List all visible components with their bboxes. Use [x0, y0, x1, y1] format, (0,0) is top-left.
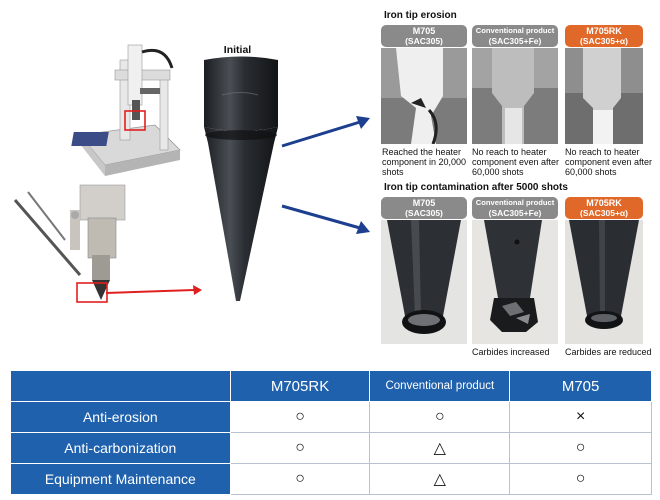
soldering-robot-image: [71, 44, 181, 176]
row-label-anti-erosion: Anti-erosion: [10, 401, 231, 433]
blue-arrow-contamination: [281, 204, 370, 234]
erosion-m705rk-photo: [565, 48, 643, 144]
table-row: Anti-erosion ○ ○ ×: [10, 401, 652, 433]
contamination-conventional-caption: Carbides increased: [472, 347, 550, 357]
circle-mark: ○: [434, 408, 445, 425]
erosion-m705rk-caption: No reach to heater component even after …: [565, 147, 653, 177]
table-header-m705rk: M705RK: [229, 370, 371, 402]
erosion-m705-caption: Reached the heater component in 20,000 s…: [382, 147, 467, 177]
circle-mark: ○: [575, 439, 586, 456]
erosion-m705-photo: [381, 48, 467, 144]
triangle-mark: △: [433, 440, 446, 457]
circle-mark: ○: [295, 439, 305, 456]
table-row: Equipment Maintenance ○ △ ○: [10, 463, 652, 495]
erosion-m705rk-label: M705RK(SAC305+α): [565, 25, 643, 47]
table-header-row: M705RK Conventional product M705: [10, 370, 652, 402]
erosion-section-title: Iron tip erosion: [384, 10, 457, 21]
erosion-m705-label: M705(SAC305): [381, 25, 467, 47]
contamination-m705-label: M705(SAC305): [381, 197, 467, 219]
erosion-conventional-label: Conventional product(SAC305+Fe): [472, 25, 558, 47]
circle-mark: ○: [295, 408, 305, 425]
initial-label: Initial: [223, 44, 252, 56]
blue-arrow-erosion: [281, 116, 370, 148]
initial-iron-tip-image: [204, 56, 278, 301]
contamination-section-title: Iron tip contamination after 5000 shots: [384, 182, 568, 193]
contamination-conventional-label: Conventional product(SAC305+Fe): [472, 197, 558, 219]
contamination-m705-photo: [381, 220, 467, 344]
table-header-m705: M705: [509, 370, 652, 402]
circle-mark: ○: [575, 470, 586, 487]
cross-mark: ×: [575, 408, 586, 425]
soldering-head-image: [13, 184, 126, 303]
triangle-mark: △: [433, 471, 446, 488]
row-label-equipment-maintenance: Equipment Maintenance: [10, 463, 231, 495]
erosion-conventional-caption: No reach to heater component even after …: [472, 147, 560, 177]
comparison-table: M705RK Conventional product M705 Anti-er…: [10, 370, 652, 495]
red-arrow: [106, 285, 202, 295]
contamination-m705rk-label: M705RK(SAC305+α): [565, 197, 643, 219]
contamination-m705rk-photo: [565, 220, 643, 344]
table-row: Anti-carbonization ○ △ ○: [10, 432, 652, 464]
contamination-conventional-photo: [472, 220, 558, 344]
circle-mark: ○: [295, 470, 305, 487]
table-header-conventional: Conventional product: [369, 370, 511, 402]
contamination-m705rk-caption: Carbides are reduced: [565, 347, 652, 357]
erosion-conventional-photo: [472, 48, 558, 144]
row-label-anti-carbonization: Anti-carbonization: [10, 432, 231, 464]
table-corner-cell: [10, 370, 231, 402]
